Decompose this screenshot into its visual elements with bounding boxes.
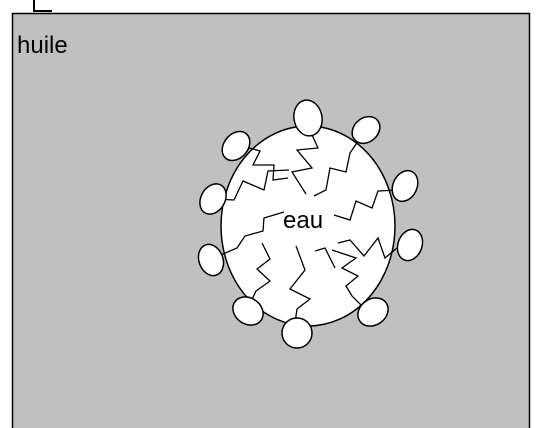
surfactant-tail (288, 245, 312, 331)
surfactant-head (351, 115, 381, 145)
surfactant-tail (213, 169, 290, 201)
surfactant-head (232, 296, 264, 326)
surfactant-head (391, 169, 419, 203)
top-left-artifact (33, 0, 52, 12)
surfactant-tail (238, 144, 289, 181)
surfactant-tail (215, 211, 285, 258)
surfactant-tail (246, 242, 272, 311)
surfactant-tail (337, 236, 404, 260)
surfactant-tail (313, 130, 366, 197)
surfactant-head (293, 99, 323, 137)
surfactant-tail (314, 247, 336, 269)
surfactant-tail (331, 249, 369, 313)
surfactant-head (396, 228, 424, 262)
surfactant-head (197, 243, 225, 277)
surfactant-tail (333, 189, 399, 221)
surfactant-head (357, 297, 389, 327)
surfactant-head (281, 317, 313, 349)
oil-label: huile (17, 32, 68, 59)
surfactant-tails (213, 123, 404, 331)
surfactant-tail (290, 123, 319, 195)
surfactant-head (221, 130, 251, 162)
surfactant-head (199, 183, 227, 215)
surfactant-heads (197, 99, 424, 349)
water-label: eau (283, 207, 323, 234)
